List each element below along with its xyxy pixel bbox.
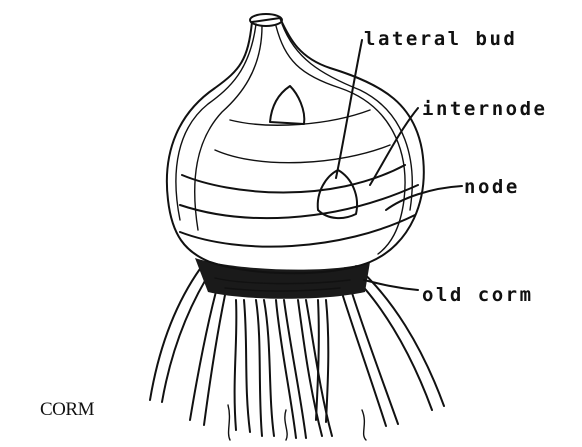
label-internode: internode [422,100,547,119]
leader-node [386,186,462,210]
old-corm [195,258,370,299]
label-node: node [464,178,520,197]
figure-caption: CORM [40,400,94,419]
corm-body [167,14,424,273]
label-old-corm: old corm [422,286,534,305]
leader-old-corm [364,280,418,290]
leader-lines [336,40,462,290]
label-lateral-bud: lateral bud [364,30,517,49]
